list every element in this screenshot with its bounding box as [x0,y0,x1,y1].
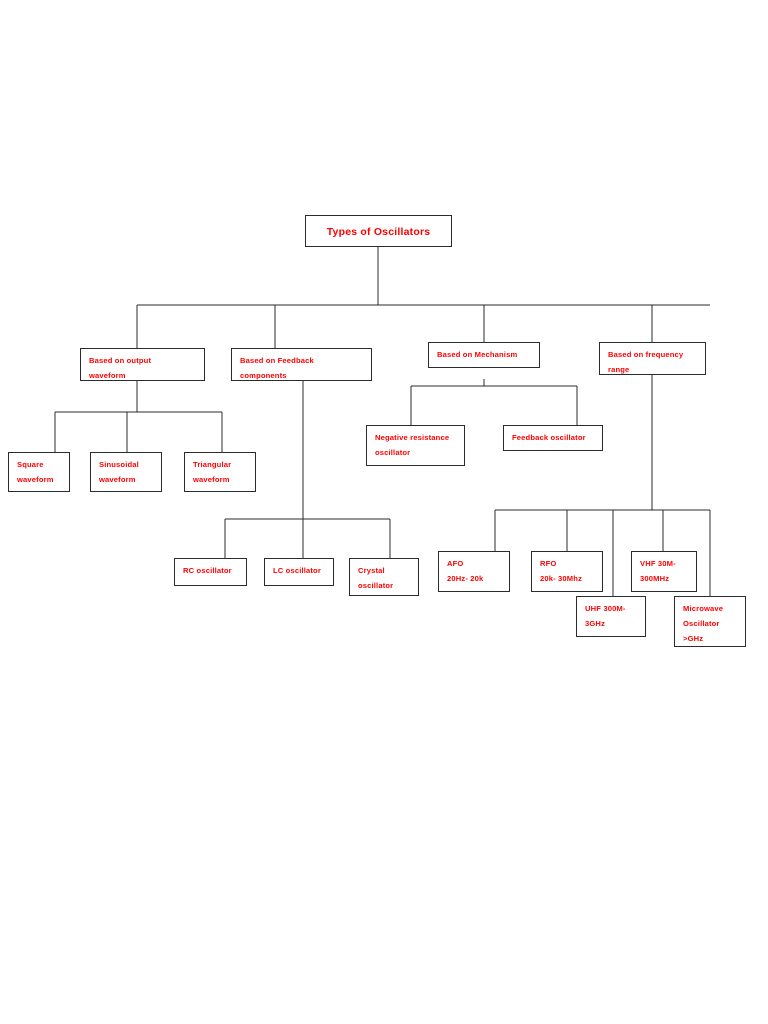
node-lc-oscillator[interactable]: LC oscillator [264,558,334,586]
node-sinusoidal-waveform[interactable]: Sinusoidal waveform [90,452,162,492]
node-rfo[interactable]: RFO 20k- 30Mhz [531,551,603,592]
node-triangular-waveform[interactable]: Triangular waveform [184,452,256,492]
node-rc-oscillator[interactable]: RC oscillator [174,558,247,586]
node-feedback-oscillator[interactable]: Feedback oscillator [503,425,603,451]
node-based-on-feedback-components[interactable]: Based on Feedback components [231,348,372,381]
node-microwave-oscillator[interactable]: Microwave Oscillator >GHz [674,596,746,647]
node-types-of-oscillators[interactable]: Types of Oscillators [305,215,452,247]
node-square-waveform[interactable]: Square waveform [8,452,70,492]
node-uhf[interactable]: UHF 300M- 3GHz [576,596,646,637]
node-based-on-output-waveform[interactable]: Based on output waveform [80,348,205,381]
node-based-on-mechanism[interactable]: Based on Mechanism [428,342,540,368]
node-crystal-oscillator[interactable]: Crystal oscillator [349,558,419,596]
node-vhf[interactable]: VHF 30M- 300MHz [631,551,697,592]
node-afo[interactable]: AFO 20Hz- 20k [438,551,510,592]
node-negative-resistance-oscillator[interactable]: Negative resistance oscillator [366,425,465,466]
node-based-on-frequency-range[interactable]: Based on frequency range [599,342,706,375]
